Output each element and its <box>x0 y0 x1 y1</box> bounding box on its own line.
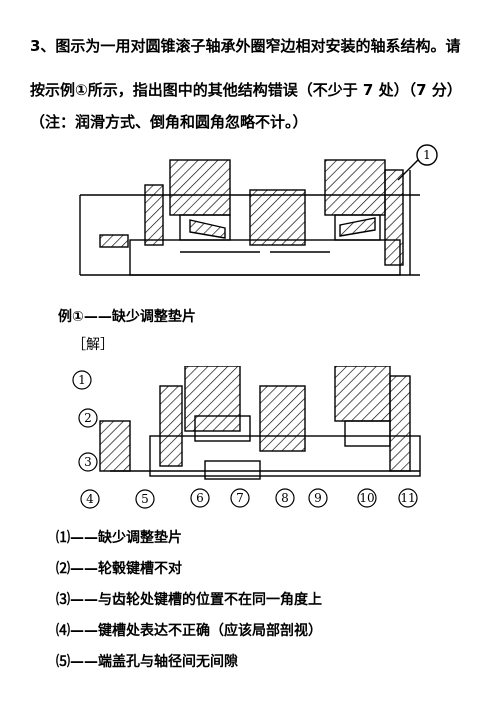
callout-circle-11 <box>398 488 418 508</box>
answer-1: ⑴——缺少调整垫片 <box>56 530 182 546</box>
answer-label: ［解］ <box>72 337 114 353</box>
question-line-3: （注：润滑方式、倒角和圆角忽略不计。） <box>30 113 308 131</box>
callout-circle-7 <box>230 488 250 508</box>
question-line-2: 按示例①所示，指出图中的其他结构错误（不少于 7 处）（7 分） <box>30 81 462 99</box>
callout-label-7: 7 <box>236 491 244 505</box>
answer-3: ⑶——与齿轮处键槽的位置不在同一角度上 <box>56 592 322 608</box>
callout-circle-1 <box>72 370 92 390</box>
callout-circle-3 <box>78 452 98 472</box>
shaft-assembly-drawing: 1 <box>79 144 438 276</box>
callout-circle-4 <box>80 489 100 509</box>
answer-5: ⑸——端盖孔与轴径间无间隙 <box>56 654 238 670</box>
callout-label-3: 3 <box>84 455 92 469</box>
callout-circle-8 <box>275 488 295 508</box>
callout-label-5: 5 <box>141 492 149 506</box>
callout-label-10: 10 <box>359 491 374 505</box>
callout-circle-9 <box>308 488 328 508</box>
callout-label-11: 11 <box>400 491 415 505</box>
callout-label-9: 9 <box>314 491 322 505</box>
callout-label-6: 6 <box>196 491 204 505</box>
callout-circle-5 <box>135 489 155 509</box>
answer-2: ⑵——轮毂键槽不对 <box>56 561 182 577</box>
callout-label-1: 1 <box>78 373 86 387</box>
answer-4: ⑷——键槽处表达不正确（应该局部剖视） <box>56 623 322 639</box>
question-line-1: 3、图示为一用对圆锥滚子轴承外圈窄边相对安装的轴系结构。请 <box>30 37 461 55</box>
example-note: 例①——缺少调整垫片 <box>58 309 196 325</box>
callout-label-4: 4 <box>86 492 94 506</box>
callout-label-8: 8 <box>281 491 289 505</box>
annotated-shaft-drawing: 1 2 3 4 5 6 7 8 9 10 11 <box>72 366 421 509</box>
callout-label-2: 2 <box>84 411 92 425</box>
callout-circle-2 <box>78 408 98 428</box>
callout-circle-6 <box>190 488 210 508</box>
callout-circle-10 <box>357 488 377 508</box>
callout-1: 1 <box>423 148 431 162</box>
